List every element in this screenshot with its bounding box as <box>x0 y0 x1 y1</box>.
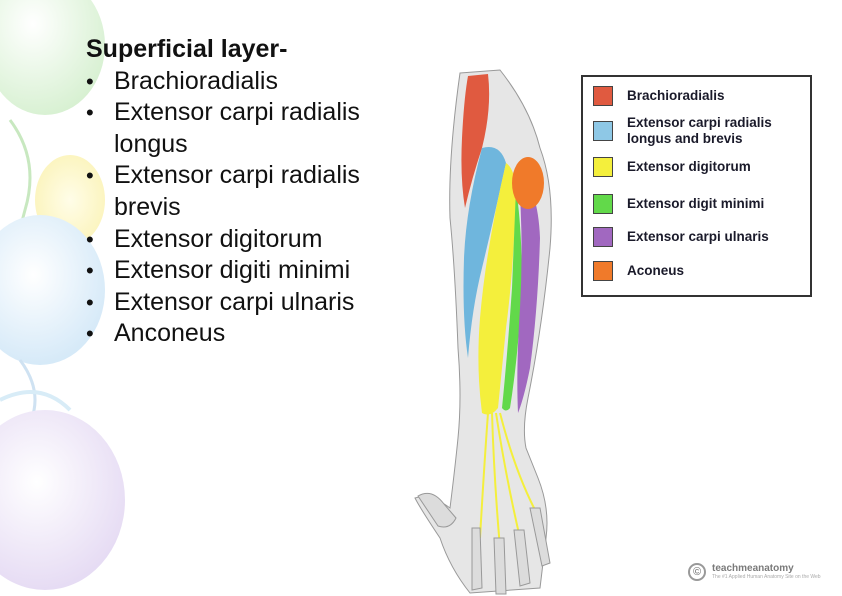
list-item: Extensor digiti minimi <box>86 255 416 287</box>
balloon-purple <box>0 410 125 590</box>
legend-swatch <box>593 157 613 177</box>
tendons <box>479 412 535 549</box>
legend-swatch <box>593 227 613 247</box>
source-credit: © teachmeanatomy The #1 Applied Human An… <box>688 563 821 581</box>
legend-item-extensor-digitorum: Extensor digitorum <box>593 157 807 177</box>
legend-swatch <box>593 121 613 141</box>
legend-label: Extensor digit minimi <box>627 196 765 211</box>
legend-item-extensor-carpi-radialis: Extensor carpi radialis longus and brevi… <box>593 115 807 147</box>
legend-item-aconeus: Aconeus <box>593 261 807 281</box>
legend-swatch <box>593 261 613 281</box>
fingers <box>417 492 551 595</box>
extensor-carpi-ulnaris-muscle <box>517 168 540 413</box>
list-item: Brachioradialis <box>86 66 416 98</box>
color-legend: Brachioradialis Extensor carpi radialis … <box>581 75 812 297</box>
section-heading: Superficial layer- <box>86 35 288 63</box>
legend-swatch <box>593 86 613 106</box>
legend-swatch <box>593 194 613 214</box>
legend-label: Extensor carpi radialis longus and brevi… <box>627 115 772 146</box>
list-item: Extensor digitorum <box>86 224 416 256</box>
legend-item-extensor-digit-minimi: Extensor digit minimi <box>593 194 807 214</box>
extensor-digitorum-muscle <box>478 163 516 415</box>
legend-label: Aconeus <box>627 263 685 278</box>
balloon-blue <box>0 215 105 365</box>
extensor-carpi-radialis-muscle <box>463 147 506 358</box>
forearm-muscle-illustration <box>414 69 552 595</box>
anconeus-muscle <box>512 157 544 209</box>
legend-label: Extensor digitorum <box>627 159 751 174</box>
list-item: Anconeus <box>86 318 416 350</box>
legend-item-brachioradialis: Brachioradialis <box>593 86 807 106</box>
list-item: Extensor carpi ulnaris <box>86 287 416 319</box>
list-item: Extensor carpi radialis brevis <box>86 160 416 223</box>
balloon-string <box>0 390 72 412</box>
credit-brand: teachmeanatomy <box>712 563 794 574</box>
legend-label: Brachioradialis <box>627 88 725 103</box>
brachioradialis-muscle <box>461 74 490 208</box>
extensor-digiti-minimi-muscle <box>502 188 522 411</box>
credit-tagline: The #1 Applied Human Anatomy Site on the… <box>712 574 821 580</box>
balloon-green <box>0 0 105 115</box>
legend-label: Extensor carpi ulnaris <box>627 229 769 244</box>
muscle-list: Superficial layer- Brachioradialis Exten… <box>86 34 416 350</box>
bullet-list: Brachioradialis Extensor carpi radialis … <box>86 66 416 350</box>
copyright-icon: © <box>688 563 706 581</box>
list-item: Extensor carpi radialis longus <box>86 97 416 160</box>
legend-item-extensor-carpi-ulnaris: Extensor carpi ulnaris <box>593 227 807 247</box>
